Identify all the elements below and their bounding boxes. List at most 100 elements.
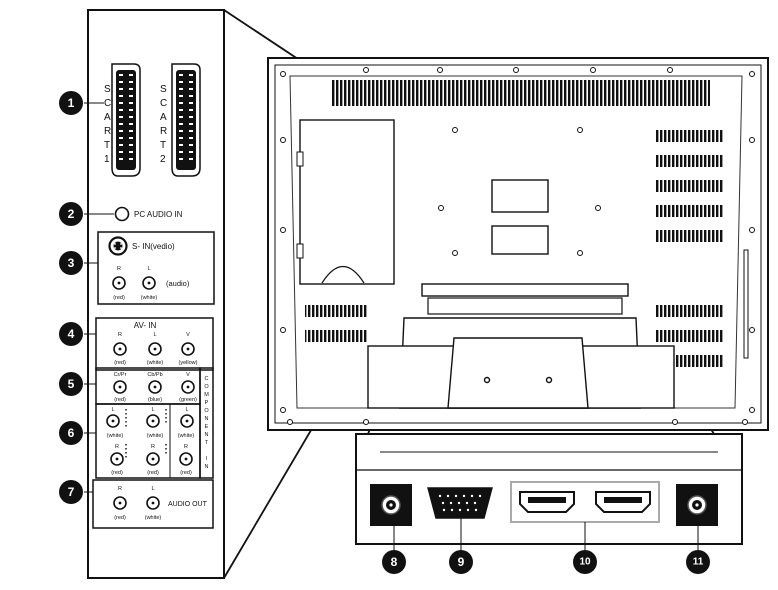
audio-out-group: R (red) L (white) AUDIO OUT bbox=[92, 479, 214, 529]
svg-text:5: 5 bbox=[68, 377, 75, 391]
jack-bottom-label: (red) bbox=[114, 360, 126, 366]
jack-top-label: L bbox=[111, 407, 114, 413]
coaxial-output-connector bbox=[676, 484, 718, 526]
component-side-letter: N bbox=[205, 432, 209, 438]
component-side-letter: M bbox=[204, 392, 209, 398]
callout-2: 2 bbox=[59, 202, 114, 226]
svg-text:8: 8 bbox=[391, 555, 398, 569]
svideo-group: S- IN(vedio) R (red) L (white) (audio) bbox=[97, 231, 215, 305]
jack-top-label: Cr/Pr bbox=[114, 372, 127, 378]
svg-text:7: 7 bbox=[68, 485, 75, 499]
jack-bottom-label: (red) bbox=[147, 470, 159, 476]
jack-top-label: V bbox=[186, 372, 190, 378]
jack-bottom-label: (red) bbox=[180, 470, 192, 476]
scart-2-letter: S bbox=[160, 84, 167, 95]
left-vents bbox=[305, 305, 367, 342]
scart-2-letter: A bbox=[160, 112, 167, 123]
callout-11: 11 bbox=[686, 526, 710, 574]
pc-audio-in-label: PC AUDIO IN bbox=[134, 210, 183, 219]
scart-2-label: S C A R T 2 bbox=[160, 84, 167, 165]
svg-text:3: 3 bbox=[68, 256, 75, 270]
svg-text:11: 11 bbox=[693, 557, 704, 568]
component-side-letter: N bbox=[205, 416, 209, 422]
jack-top-label: R bbox=[118, 486, 122, 492]
svg-text:2: 2 bbox=[68, 207, 75, 221]
antenna-input-connector bbox=[370, 484, 412, 526]
component-side-letter: N bbox=[205, 464, 209, 470]
component-side-letter: O bbox=[204, 408, 209, 414]
component-side-letter: P bbox=[205, 400, 209, 406]
svideo-title: S- IN(vedio) bbox=[132, 242, 175, 251]
svg-text:10: 10 bbox=[579, 557, 591, 568]
callout-10: 10 bbox=[573, 522, 597, 574]
scart-1-letter: S bbox=[104, 84, 111, 95]
hdmi-connectors bbox=[510, 481, 660, 523]
jack-top-label: R bbox=[117, 266, 121, 272]
jack-bottom-label: (red) bbox=[114, 515, 126, 521]
av-in-title: AV- IN bbox=[134, 321, 157, 330]
jack-top-label: L bbox=[151, 407, 154, 413]
tv-stand bbox=[367, 317, 675, 409]
callout-8: 8 bbox=[382, 526, 406, 574]
jack-top-label: R bbox=[184, 444, 188, 450]
jack-bottom-label: (red) bbox=[113, 295, 125, 301]
jack-top-label: R bbox=[118, 332, 122, 338]
callout-9: 9 bbox=[449, 518, 473, 574]
jack-bottom-label: (blue) bbox=[148, 397, 162, 403]
scart-1-letter: 1 bbox=[104, 154, 110, 165]
bottom-connector-panel bbox=[355, 433, 743, 545]
scart-1-letter: C bbox=[104, 98, 111, 109]
callout-5: 5 bbox=[59, 372, 96, 396]
scart-2-letter: T bbox=[160, 140, 166, 151]
scart-1-connector bbox=[111, 63, 141, 177]
scart-2-letter: C bbox=[160, 98, 167, 109]
svg-text:9: 9 bbox=[458, 555, 465, 569]
jack-bottom-label: (white) bbox=[147, 360, 164, 366]
scart-2-letter: R bbox=[160, 126, 167, 137]
scart-1-letter: R bbox=[104, 126, 111, 137]
jack-bottom-label: (white) bbox=[147, 433, 164, 439]
component-side-letter: T bbox=[205, 440, 209, 446]
av-in-group: AV- IN R (red) L (white) V (yellow) bbox=[95, 317, 214, 371]
component-side-letter: O bbox=[204, 384, 209, 390]
callout-4: 4 bbox=[59, 322, 96, 346]
callout-1: 1 bbox=[59, 91, 104, 115]
jack-bottom-label: (white) bbox=[141, 295, 158, 301]
callout-7: 7 bbox=[59, 480, 93, 504]
hdmi-analog-audio-group: L (white) L (white) L (white) R (red) R … bbox=[95, 403, 201, 479]
vga-connector bbox=[427, 487, 493, 519]
jack-top-label: V bbox=[186, 332, 190, 338]
scart-2-letter: 2 bbox=[160, 154, 166, 165]
scart-2-connector bbox=[171, 63, 201, 177]
jack-top-label: R bbox=[151, 444, 155, 450]
svg-text:6: 6 bbox=[68, 426, 75, 440]
jack-bottom-label: (red) bbox=[114, 397, 126, 403]
svg-text:4: 4 bbox=[68, 327, 75, 341]
jack-bottom-label: (white) bbox=[178, 433, 195, 439]
scart-1-letter: T bbox=[104, 140, 110, 151]
jack-bottom-label: (yellow) bbox=[179, 360, 198, 366]
callout-3: 3 bbox=[59, 251, 98, 275]
jack-top-label: R bbox=[115, 444, 119, 450]
component-side-letter: I bbox=[206, 456, 208, 462]
side-connector-panel: S C A R T 1 bbox=[87, 9, 225, 579]
jack-bottom-label: (white) bbox=[107, 433, 124, 439]
jack-bottom-label: (white) bbox=[145, 515, 162, 521]
svideo-jack bbox=[108, 236, 128, 256]
audio-out-label: AUDIO OUT bbox=[168, 501, 208, 508]
callout-6: 6 bbox=[59, 421, 96, 445]
component-side-letter: C bbox=[205, 376, 209, 382]
jack-bottom-label: (green) bbox=[179, 397, 197, 403]
jack-bottom-label: (red) bbox=[111, 470, 123, 476]
jack-top-label: Cb/Pb bbox=[147, 372, 162, 378]
pc-audio-in-jack: PC AUDIO IN bbox=[114, 206, 183, 222]
scart-1-letter: A bbox=[104, 112, 111, 123]
jack-top-label: L bbox=[153, 332, 156, 338]
jack-top-label: L bbox=[185, 407, 188, 413]
svideo-audio-label: (audio) bbox=[166, 279, 190, 288]
jack-top-label: L bbox=[147, 266, 150, 272]
jack-top-label: L bbox=[151, 486, 154, 492]
svg-text:1: 1 bbox=[68, 96, 75, 110]
scart-1-label: S C A R T 1 bbox=[104, 84, 111, 165]
